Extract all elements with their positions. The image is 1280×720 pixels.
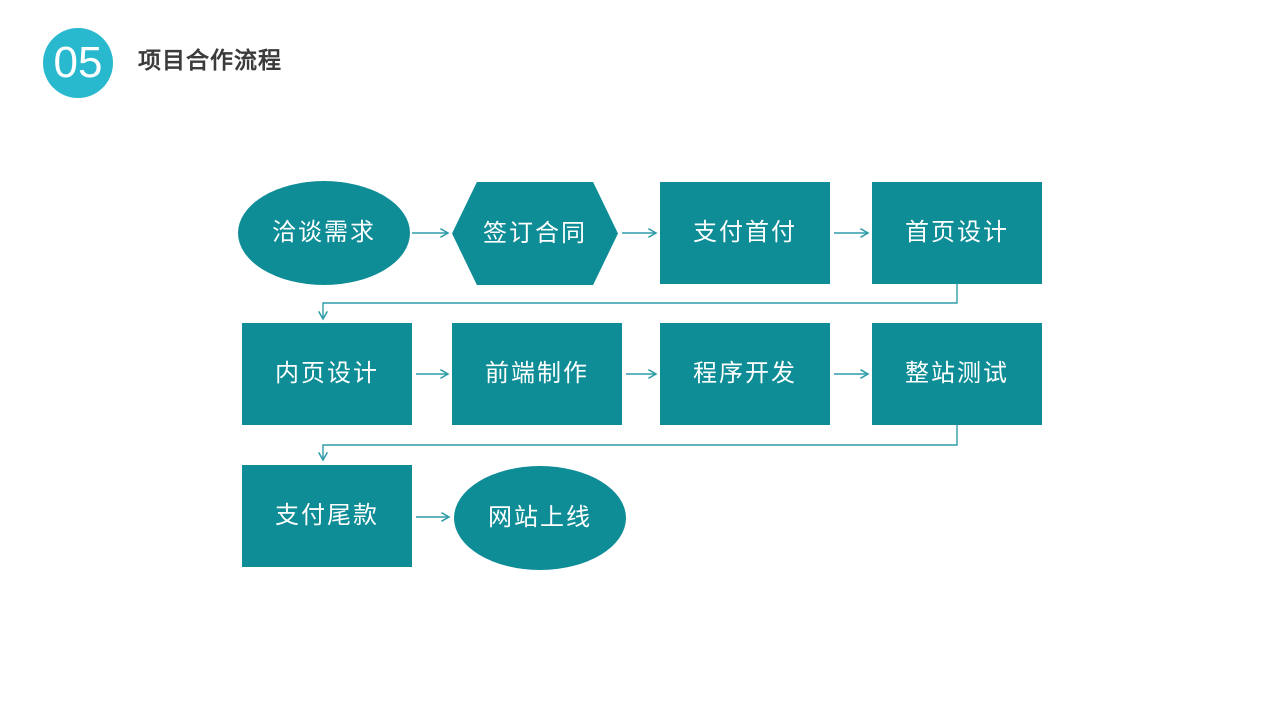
node-label: 内页设计: [275, 360, 379, 387]
node-negotiate-requirements: 洽谈需求: [238, 181, 410, 285]
node-label: 整站测试: [905, 360, 1009, 387]
node-label: 首页设计: [905, 219, 1009, 246]
node-label: 前端制作: [485, 360, 589, 387]
page-title: 项目合作流程: [138, 47, 282, 73]
node-homepage-design: 首页设计: [872, 182, 1042, 284]
section-number: 05: [53, 38, 103, 87]
node-program-development: 程序开发: [660, 323, 830, 425]
node-inner-page-design: 内页设计: [242, 323, 412, 425]
node-label: 网站上线: [488, 504, 592, 531]
node-pay-balance: 支付尾款: [242, 465, 412, 567]
arrow-homepage-to-innerpage: [318, 284, 958, 321]
node-label: 支付首付: [693, 219, 797, 246]
node-label: 程序开发: [693, 360, 797, 387]
node-sign-contract: 签订合同: [452, 182, 618, 285]
section-number-badge: 05: [43, 28, 113, 98]
node-label: 洽谈需求: [272, 219, 376, 246]
arrow-testing-to-balance: [318, 425, 958, 462]
node-frontend-production: 前端制作: [452, 323, 622, 425]
node-pay-deposit: 支付首付: [660, 182, 830, 284]
node-label: 签订合同: [483, 219, 587, 247]
node-website-launch: 网站上线: [454, 466, 626, 570]
node-label: 支付尾款: [275, 502, 379, 529]
node-site-testing: 整站测试: [872, 323, 1042, 425]
